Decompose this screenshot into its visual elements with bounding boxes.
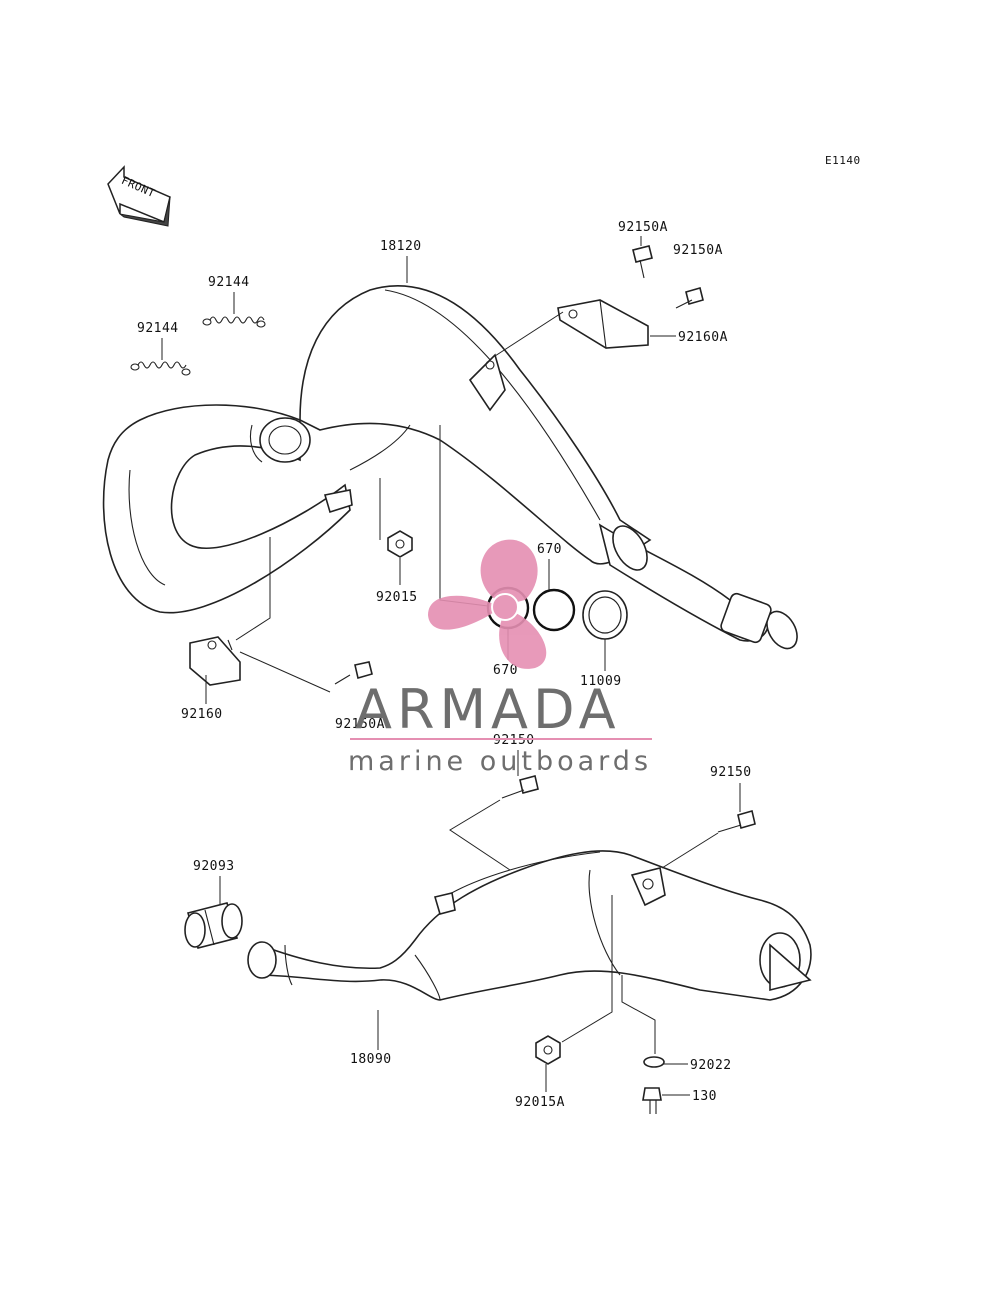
label-92150A-top2: 92150A	[673, 243, 723, 258]
front-arrow-icon: FRONT	[107, 165, 171, 227]
bolt-92150A-bottom	[334, 661, 373, 685]
label-11009: 11009	[580, 674, 622, 689]
bracket-92160A	[557, 299, 649, 349]
label-92144-upper: 92144	[208, 275, 250, 290]
watermark-tagline: marine outboards	[348, 746, 652, 777]
label-92150A-top1: 92150A	[618, 220, 668, 235]
bolt-130	[642, 1087, 662, 1114]
washer-92022	[643, 1056, 665, 1068]
label-92160A: 92160A	[678, 330, 728, 345]
gasket-11009	[582, 590, 628, 640]
label-92150A-bottom: 92150A	[335, 717, 385, 732]
label-92015: 92015	[376, 590, 418, 605]
label-130: 130	[692, 1089, 717, 1104]
label-92150-center: 92150	[493, 733, 535, 748]
watermark-brand: ARMADA	[355, 678, 621, 741]
label-18090: 18090	[350, 1052, 392, 1067]
silencer-18090	[247, 850, 812, 1001]
expansion-chamber-18120	[102, 285, 798, 650]
label-92144-lower: 92144	[137, 321, 179, 336]
bracket-92160	[189, 636, 241, 686]
armada-watermark: ARMADA marine outboards	[348, 539, 652, 777]
label-18120: 18120	[380, 239, 422, 254]
spring-92144-lower	[130, 361, 191, 376]
label-92093: 92093	[193, 859, 235, 874]
label-92150-right: 92150	[710, 765, 752, 780]
spring-92144-upper	[202, 316, 266, 328]
bolt-92150-right	[717, 809, 756, 833]
bolt-92150-center	[501, 775, 539, 799]
diagram-code: E1140	[825, 154, 861, 167]
label-92015A: 92015A	[515, 1095, 565, 1110]
label-670-top: 670	[537, 542, 562, 557]
nut-92015	[387, 530, 413, 558]
o-ring-670-b	[532, 588, 576, 632]
label-92022: 92022	[690, 1058, 732, 1073]
label-670-bottom: 670	[493, 663, 518, 678]
bushing-92093	[184, 902, 243, 949]
nut-92015A	[535, 1035, 561, 1065]
propeller-logo-icon	[428, 539, 547, 669]
label-92160: 92160	[181, 707, 223, 722]
bolt-92150A-top2	[675, 287, 704, 309]
bolt-92150A-top1	[632, 245, 653, 279]
